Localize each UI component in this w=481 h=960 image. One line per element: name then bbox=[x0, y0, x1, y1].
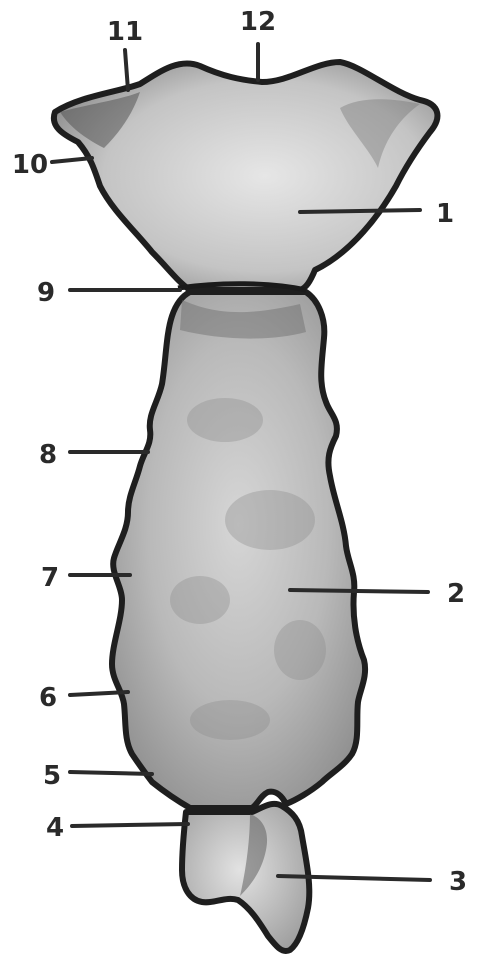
label-2: 2 bbox=[447, 579, 465, 609]
leader-line-4 bbox=[72, 824, 188, 826]
label-7: 7 bbox=[41, 563, 59, 593]
leader-line-2 bbox=[290, 590, 428, 592]
label-8: 8 bbox=[39, 440, 57, 470]
leader-line-1 bbox=[300, 210, 420, 212]
leader-line-11 bbox=[125, 50, 128, 90]
label-12: 12 bbox=[240, 7, 276, 37]
label-4: 4 bbox=[46, 813, 64, 843]
label-10: 10 bbox=[12, 150, 48, 180]
label-5: 5 bbox=[43, 761, 61, 791]
label-9: 9 bbox=[37, 278, 55, 308]
label-11: 11 bbox=[107, 17, 143, 47]
leader-line-10 bbox=[52, 158, 92, 162]
label-6: 6 bbox=[39, 683, 57, 713]
label-3: 3 bbox=[449, 867, 467, 897]
leader-line-5 bbox=[70, 772, 152, 774]
label-1: 1 bbox=[436, 199, 454, 229]
manubrium bbox=[54, 62, 438, 290]
